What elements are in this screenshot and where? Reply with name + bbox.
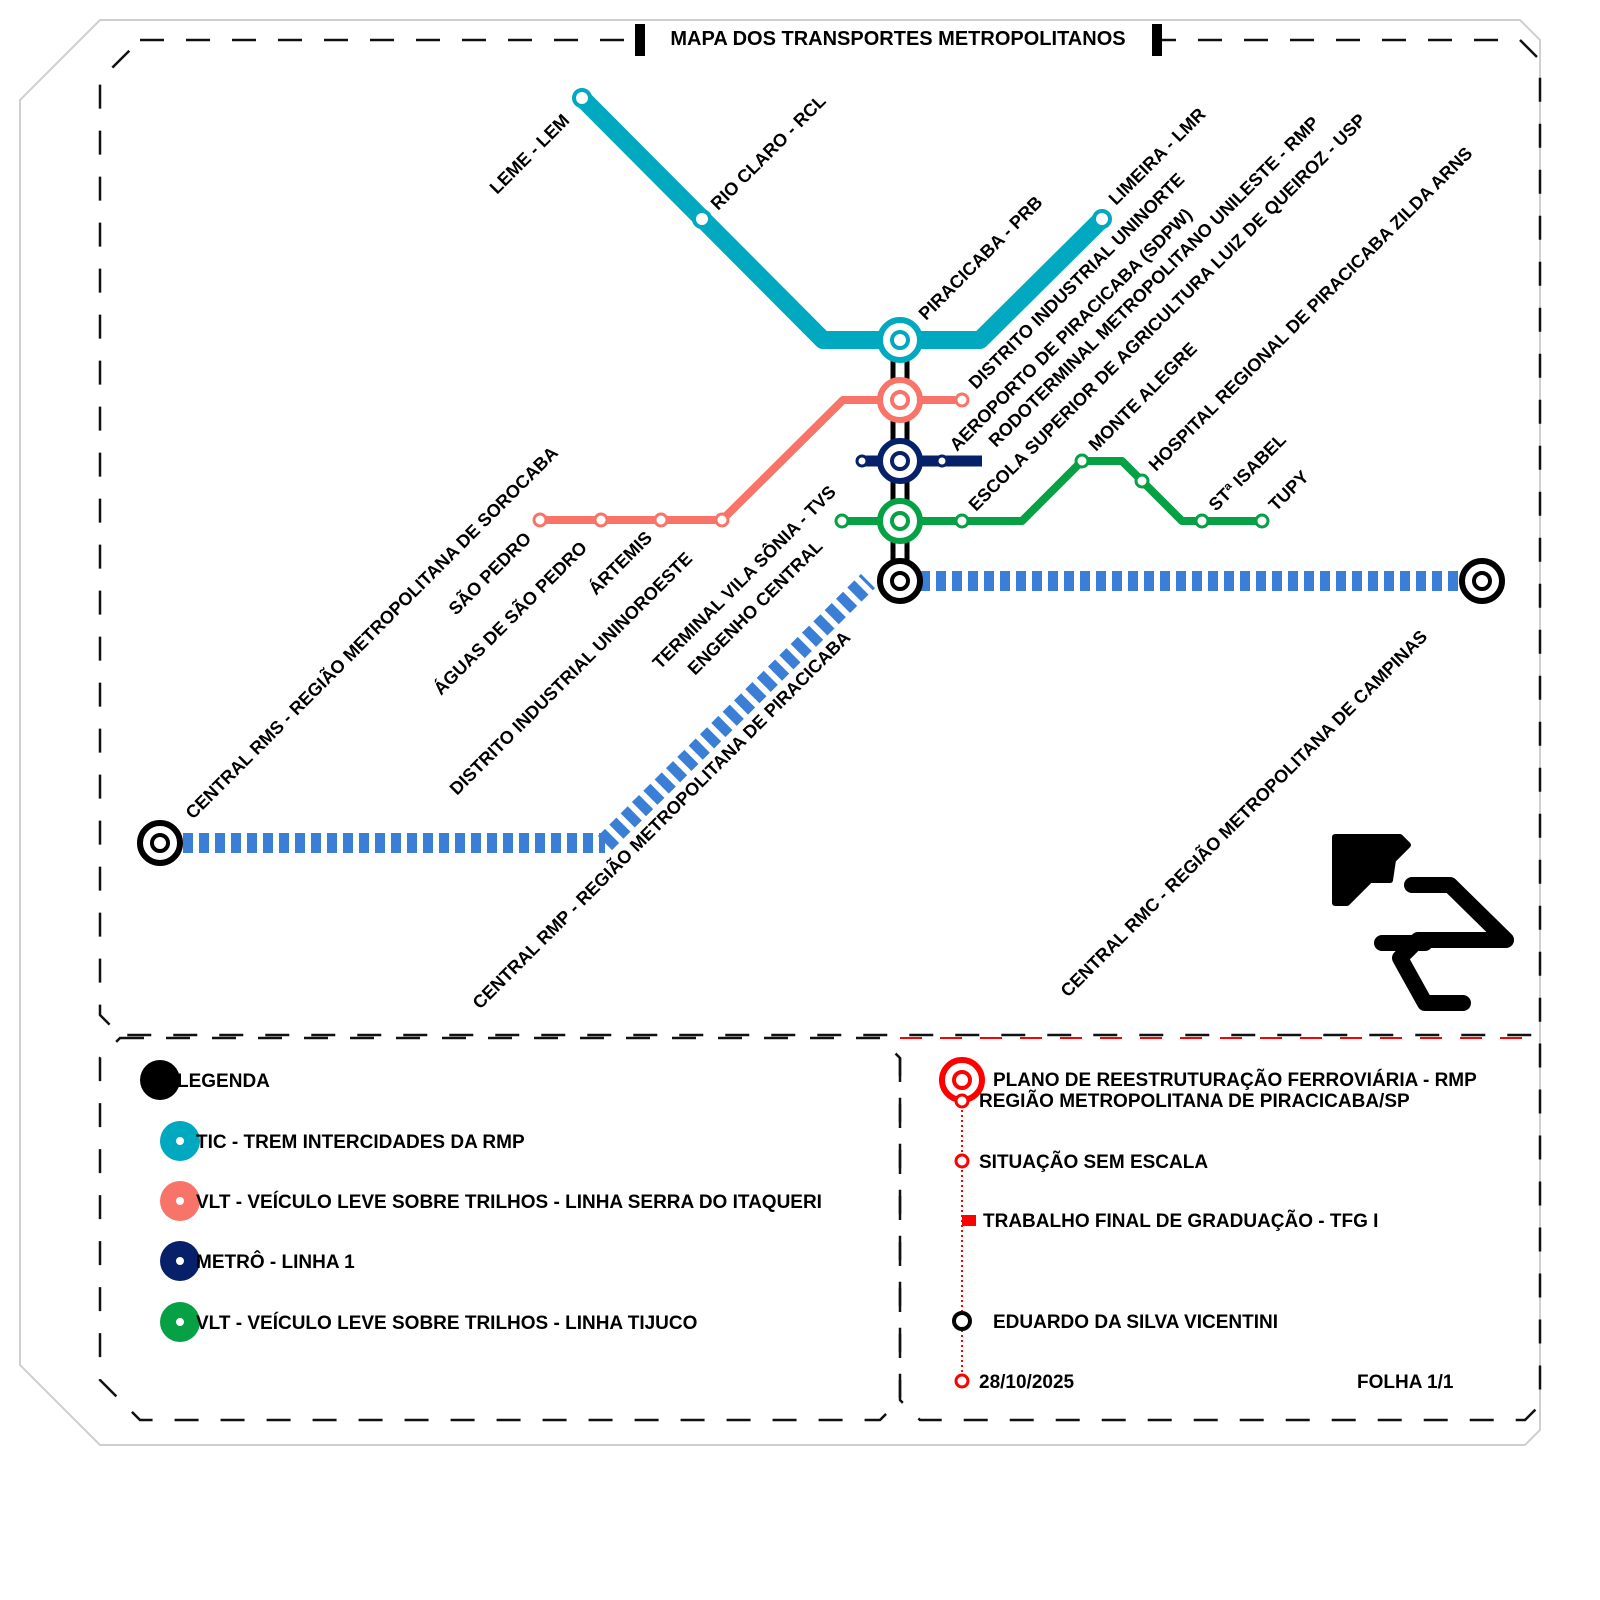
station-engenho-dot[interactable] xyxy=(834,513,850,529)
info-hub-icon xyxy=(939,1057,985,1103)
label-hospital: HOSPITAL REGIONAL DE PIRACICABA ZILDA AR… xyxy=(1145,143,1477,475)
outer-frame xyxy=(19,19,1541,1446)
legend-item-metro: METRÔ - LINHA 1 xyxy=(160,1241,355,1281)
info-project-line2: REGIÃO METROPOLITANA DE PIRACICABA/SP xyxy=(979,1090,1410,1112)
hub-central-rmp[interactable] xyxy=(877,558,923,604)
station-aeroporto-dot[interactable] xyxy=(954,392,970,408)
title-bar-right xyxy=(1152,24,1162,56)
legend-title: LEGENDA xyxy=(177,1071,270,1092)
legend-panel-border xyxy=(98,1036,902,1422)
map-panel-border xyxy=(98,38,1542,1037)
legend-item-vlt-serra: VLT - VEÍCULO LEVE SOBRE TRILHOS - LINHA… xyxy=(160,1181,822,1221)
regional-line-rms xyxy=(183,573,876,853)
station-artemis-dot[interactable] xyxy=(653,512,669,528)
legend-label-vlt-tijuco: VLT - VEÍCULO LEVE SOBRE TRILHOS - LINHA… xyxy=(196,1312,697,1334)
hub-metro[interactable] xyxy=(877,438,923,484)
info-sheet: FOLHA 1/1 xyxy=(1357,1372,1454,1393)
map-title: MAPA DOS TRANSPORTES METROPOLITANOS xyxy=(670,28,1125,50)
hub-tic[interactable] xyxy=(877,317,923,363)
info-dot-2 xyxy=(954,1153,970,1169)
station-monte-alegre-dot[interactable] xyxy=(1074,453,1090,469)
station-hospital-dot[interactable] xyxy=(1134,473,1150,489)
station-uninoroeste-dot[interactable] xyxy=(714,512,730,528)
hub-vlt-tijuco[interactable] xyxy=(877,498,923,544)
station-leme-dot[interactable] xyxy=(572,88,592,108)
info-project-line1: PLANO DE REESTRUTURAÇÃO FERROVIÁRIA - RM… xyxy=(993,1069,1477,1091)
station-tupy-dot[interactable] xyxy=(1254,513,1270,529)
info-panel-border xyxy=(898,1040,1542,1422)
info-dot-1 xyxy=(954,1093,970,1109)
station-rio-claro-dot[interactable] xyxy=(692,209,712,229)
hub-central-rmc[interactable] xyxy=(1459,558,1505,604)
legend-label-metro: METRÔ - LINHA 1 xyxy=(196,1251,355,1273)
label-central-rmp: CENTRAL RMP - REGIÃO METROPOLITANA DE PI… xyxy=(468,627,854,1013)
station-rodoterminal-dot[interactable] xyxy=(954,513,970,529)
legend-item-vlt-tijuco: VLT - VEÍCULO LEVE SOBRE TRILHOS - LINHA… xyxy=(160,1302,697,1342)
label-leme: LEME - LEM xyxy=(486,110,574,198)
label-tupy: TUPY xyxy=(1265,467,1313,515)
title-gap xyxy=(632,26,1160,56)
info-scale-note: SITUAÇÃO SEM ESCALA xyxy=(979,1151,1208,1173)
hub-central-rms[interactable] xyxy=(137,820,183,866)
station-aguas-dot[interactable] xyxy=(593,512,609,528)
legend-title-dot xyxy=(140,1060,180,1100)
legend-label-vlt-serra: VLT - VEÍCULO LEVE SOBRE TRILHOS - LINHA… xyxy=(196,1191,822,1213)
info-work: TRABALHO FINAL DE GRADUAÇÃO - TFG I xyxy=(983,1210,1378,1232)
hub-vlt-serra[interactable] xyxy=(877,377,923,423)
info-date: 28/10/2025 xyxy=(979,1372,1075,1393)
station-sao-pedro-dot[interactable] xyxy=(532,512,548,528)
info-author: EDUARDO DA SILVA VICENTINI xyxy=(993,1312,1278,1333)
title-bar-left xyxy=(635,24,645,56)
north-arrow-icon xyxy=(1332,834,1514,1011)
station-limeira-dot[interactable] xyxy=(1092,209,1112,229)
info-author-dot xyxy=(952,1311,972,1331)
station-metro-west-dot[interactable] xyxy=(855,454,869,468)
info-marker-square xyxy=(962,1215,976,1226)
label-rio-claro: RIO CLARO - RCL xyxy=(707,91,830,214)
info-dot-3 xyxy=(954,1373,970,1389)
station-sta-isabel-dot[interactable] xyxy=(1194,513,1210,529)
legend-item-tic: TIC - TREM INTERCIDADES DA RMP xyxy=(160,1121,525,1161)
legend-label-tic: TIC - TREM INTERCIDADES DA RMP xyxy=(196,1132,525,1153)
station-metro-east-dot[interactable] xyxy=(935,454,949,468)
